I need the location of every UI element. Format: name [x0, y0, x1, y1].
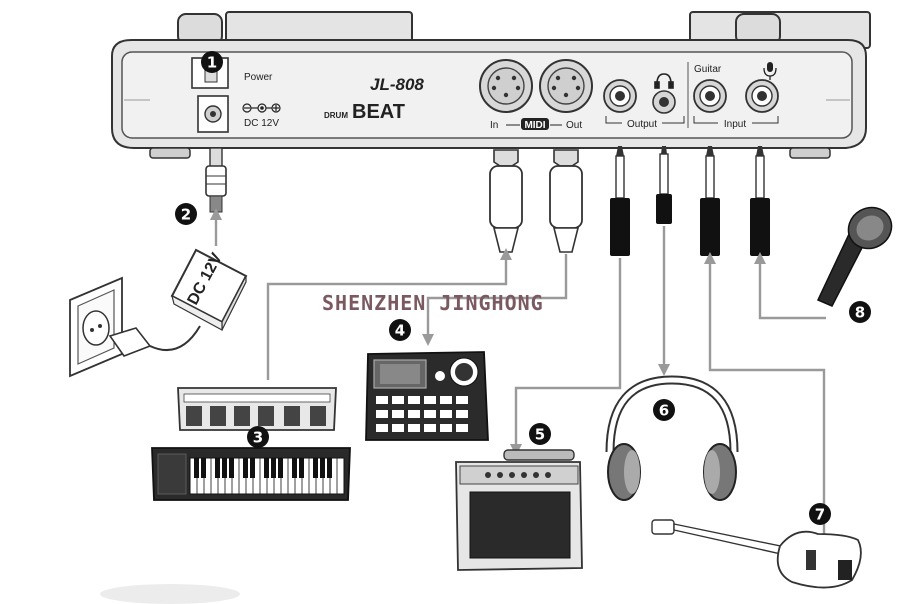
midi-badge: [521, 118, 549, 130]
input-label: Input: [724, 119, 746, 130]
guitar-label: Guitar: [694, 64, 722, 75]
headphone-jack: [652, 90, 676, 114]
amplifier: [455, 449, 583, 571]
headphones: [605, 375, 739, 501]
midi-keyboard: [151, 447, 351, 501]
callouts: 1 2 3 4 5 6 7 8: [175, 51, 871, 525]
arrow-heads: [210, 208, 766, 456]
callout-2: 2: [175, 203, 197, 225]
svg-text:3: 3: [253, 429, 263, 447]
device-rear-panel: Power DC 12V JL-808 DRUM BEAT: [111, 11, 871, 159]
midi-out-port: [539, 59, 593, 113]
brand-name: BEAT: [352, 101, 405, 123]
callout-7: 7: [809, 503, 831, 525]
callout-8: 8: [849, 301, 871, 323]
power-adapter: DC 12V: [170, 248, 248, 332]
callout-3: 3: [247, 426, 269, 448]
svg-text:1: 1: [207, 54, 217, 72]
drum-sampler: [365, 351, 489, 441]
microphone: [816, 206, 893, 307]
dc-plug: [205, 147, 227, 213]
svg-text:4: 4: [395, 322, 405, 340]
callout-1: 1: [201, 51, 223, 73]
dc-label: DC 12V: [244, 118, 279, 129]
polarity-symbol: [242, 103, 281, 113]
mic-plug: [750, 146, 770, 256]
midi-cable-out: [549, 149, 583, 253]
bass-guitar: [651, 519, 862, 589]
callout-5: 5: [529, 423, 551, 445]
svg-text:7: 7: [815, 506, 825, 524]
wall-outlet: [69, 276, 123, 378]
foot-controller: [177, 387, 337, 431]
output-plug: [610, 146, 630, 256]
midi-out-label: Out: [566, 120, 582, 131]
midi-in-label: In: [490, 120, 498, 131]
brand-prefix: DRUM: [324, 111, 348, 120]
svg-text:6: 6: [659, 402, 669, 420]
connection-lines: [214, 216, 826, 540]
mic-icon: [763, 62, 777, 80]
guitar-input-jack: [693, 79, 727, 113]
headphone-plug: [656, 146, 672, 224]
midi-label: MIDI: [524, 120, 545, 131]
shadow-smudge: [100, 584, 240, 604]
model-name: JL-808: [370, 75, 424, 94]
svg-text:8: 8: [855, 304, 865, 322]
power-label: Power: [244, 72, 273, 83]
callout-4: 4: [389, 319, 411, 341]
svg-text:2: 2: [181, 206, 191, 224]
midi-in-port: [479, 59, 533, 113]
output-jack: [603, 79, 637, 113]
midi-cable-in: [489, 149, 523, 253]
watermark-text: SHENZHEN JINGHONG: [322, 291, 544, 315]
callout-6: 6: [653, 399, 675, 421]
output-label: Output: [627, 119, 657, 130]
headphone-icon: [654, 73, 674, 89]
power-plug: [108, 325, 201, 357]
mic-input-jack: [745, 79, 779, 113]
guitar-plug: [700, 146, 720, 256]
svg-text:5: 5: [535, 426, 545, 444]
